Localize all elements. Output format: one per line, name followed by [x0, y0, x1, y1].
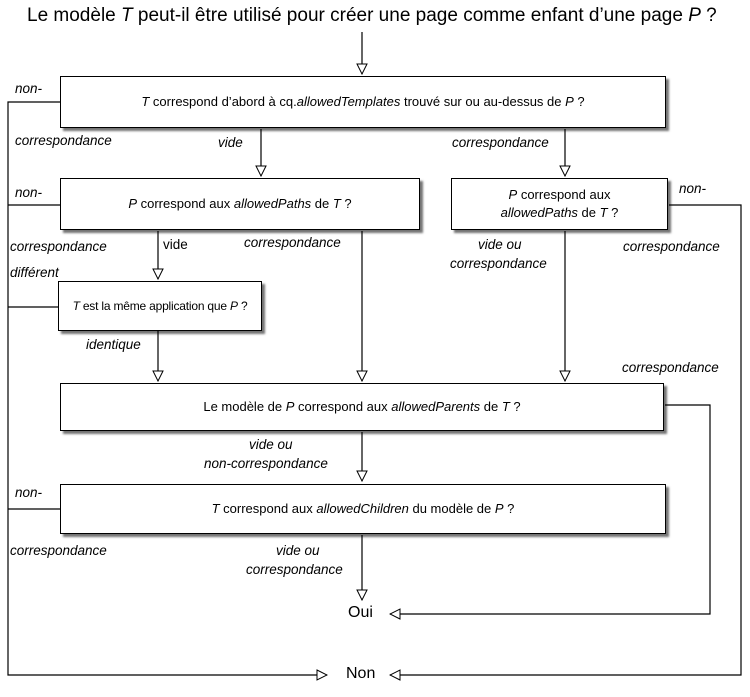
decision-box-allowed-templates: T correspond d’abord à cq.allowedTemplat… [60, 76, 666, 128]
label-correspondance-mid: correspondance [244, 235, 341, 250]
label-vide-ou-3: vide ou [276, 543, 320, 558]
label-vide-ou-1: vide ou [478, 237, 522, 252]
label-correspondance-4: correspondance [10, 543, 107, 558]
label-non-4: non- [15, 485, 43, 500]
label-different: différent [10, 265, 59, 280]
label-correspondance-2: correspondance [10, 239, 107, 254]
label-correspondance-top-right: correspondance [452, 135, 549, 150]
label-correspondance-1: correspondance [15, 133, 112, 148]
label-correspondance-5: correspondance [246, 562, 343, 577]
decision-box-allowed-children: T correspond aux allowedChildren du modè… [60, 484, 666, 534]
label-vide-ou-2: vide ou [249, 437, 293, 452]
diagram-title: Le modèle T peut-il être utilisé pour cr… [27, 5, 717, 26]
outcome-oui: Oui [348, 604, 373, 621]
label-non-1: non- [15, 81, 43, 96]
decision-box-allowed-parents: Le modèle de P correspond aux allowedPar… [60, 383, 664, 431]
label-correspondance-right: correspondance [623, 239, 720, 254]
label-correspondance-3: correspondance [450, 256, 547, 271]
label-non-correspondance: non-correspondance [204, 456, 328, 471]
decision-box-allowed-paths: P correspond aux allowedPaths de T ? [60, 178, 420, 230]
decision-box-same-application: T est la même application que P ? [58, 281, 262, 331]
label-vide-1: vide [218, 135, 243, 150]
label-correspondance-right-2: correspondance [622, 360, 719, 375]
label-vide-2: vide [163, 237, 188, 252]
label-identique: identique [86, 337, 141, 352]
label-non-3: non- [679, 181, 707, 196]
outcome-non: Non [346, 665, 376, 682]
label-non-2: non- [15, 185, 43, 200]
